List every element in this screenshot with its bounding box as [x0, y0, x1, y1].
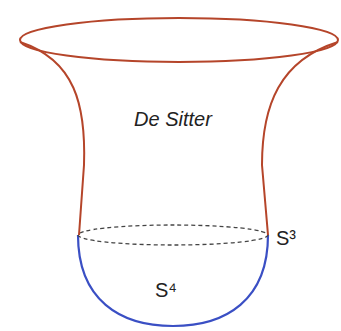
junction-ellipse — [78, 225, 268, 245]
boundary-label: S³ — [276, 228, 296, 248]
region-label: S⁴ — [155, 280, 177, 300]
left-wall — [20, 42, 84, 235]
top-ellipse — [20, 18, 338, 62]
right-wall — [262, 42, 338, 235]
hemisphere-outline — [78, 235, 268, 326]
region-label: De Sitter — [134, 109, 212, 129]
